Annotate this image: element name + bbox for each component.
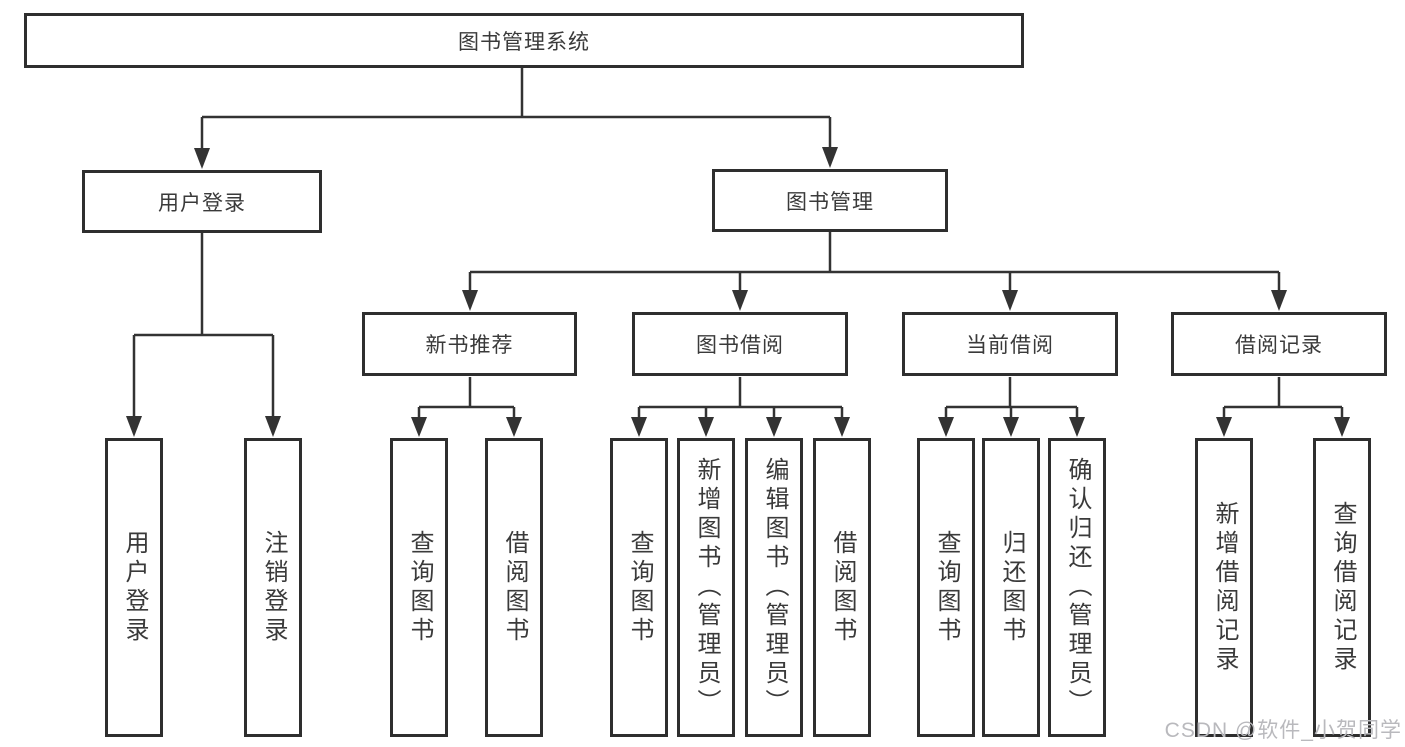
arrowhead-icon xyxy=(411,417,427,437)
arrowhead-icon xyxy=(834,417,850,437)
arrowhead-icon xyxy=(1003,417,1019,437)
leaf-cb-confirm-return-admin: 确认归还（管理员） xyxy=(1048,438,1106,737)
leaf-bb-query-book: 查询图书 xyxy=(610,438,668,737)
leaf-user-login: 用户登录 xyxy=(105,438,163,737)
node-label: 新增借阅记录 xyxy=(1211,500,1238,675)
arrowhead-icon xyxy=(1069,417,1085,437)
node-label: 借阅图书 xyxy=(501,529,528,646)
arrowhead-icon xyxy=(1334,417,1350,437)
arrowhead-icon xyxy=(1002,290,1018,311)
leaf-cb-query-book: 查询图书 xyxy=(917,438,975,737)
arrowhead-icon xyxy=(631,417,647,437)
leaf-logout: 注销登录 xyxy=(244,438,302,737)
node-new-book-recommend: 新书推荐 xyxy=(362,312,577,376)
arrowhead-icon xyxy=(698,417,714,437)
arrowhead-icon xyxy=(1271,290,1287,311)
node-label: 查询借阅记录 xyxy=(1329,500,1356,675)
arrowhead-icon xyxy=(732,290,748,311)
node-label: 图书借阅 xyxy=(696,334,784,357)
node-label: 图书管理 xyxy=(786,190,874,214)
node-label: 归还图书 xyxy=(998,529,1025,646)
node-current-borrow: 当前借阅 xyxy=(902,312,1118,376)
watermark-text: CSDN @软件_小贺同学 xyxy=(1164,719,1402,742)
arrowhead-icon xyxy=(766,417,782,437)
node-label: 编辑图书（管理员） xyxy=(761,457,788,718)
arrowhead-icon xyxy=(462,290,478,311)
arrowhead-icon xyxy=(938,417,954,437)
node-label: 图书管理系统 xyxy=(458,30,590,54)
node-label: 注销登录 xyxy=(260,529,287,646)
node-system-root: 图书管理系统 xyxy=(24,13,1024,68)
leaf-nb-borrow-book: 借阅图书 xyxy=(485,438,543,737)
node-borrow-records: 借阅记录 xyxy=(1171,312,1387,376)
node-label: 确认归还（管理员） xyxy=(1064,457,1091,718)
leaf-br-query-record: 查询借阅记录 xyxy=(1313,438,1371,737)
leaf-cb-return-book: 归还图书 xyxy=(982,438,1040,737)
node-label: 用户登录 xyxy=(121,529,148,646)
leaf-bb-add-book-admin: 新增图书（管理员） xyxy=(677,438,735,737)
arrowhead-icon xyxy=(506,417,522,437)
leaf-bb-edit-book-admin: 编辑图书（管理员） xyxy=(745,438,803,737)
node-book-borrowing: 图书借阅 xyxy=(632,312,848,376)
arrowhead-icon xyxy=(822,147,838,168)
node-label: 借阅记录 xyxy=(1235,334,1323,357)
leaf-bb-borrow-book: 借阅图书 xyxy=(813,438,871,737)
arrowhead-icon xyxy=(1216,417,1232,437)
node-label: 新增图书（管理员） xyxy=(693,457,720,718)
node-label: 用户登录 xyxy=(158,191,246,215)
node-label: 查询图书 xyxy=(933,529,960,646)
leaf-nb-query-book: 查询图书 xyxy=(390,438,448,737)
leaf-br-add-record: 新增借阅记录 xyxy=(1195,438,1253,737)
node-label: 借阅图书 xyxy=(829,529,856,646)
arrowhead-icon xyxy=(194,148,210,169)
arrowhead-icon xyxy=(126,416,142,437)
node-book-management: 图书管理 xyxy=(712,169,948,232)
node-label: 查询图书 xyxy=(626,529,653,646)
arrowhead-icon xyxy=(265,416,281,437)
node-label: 查询图书 xyxy=(406,529,433,646)
node-label: 当前借阅 xyxy=(966,334,1054,357)
node-user-login: 用户登录 xyxy=(82,170,322,233)
node-label: 新书推荐 xyxy=(425,334,514,357)
